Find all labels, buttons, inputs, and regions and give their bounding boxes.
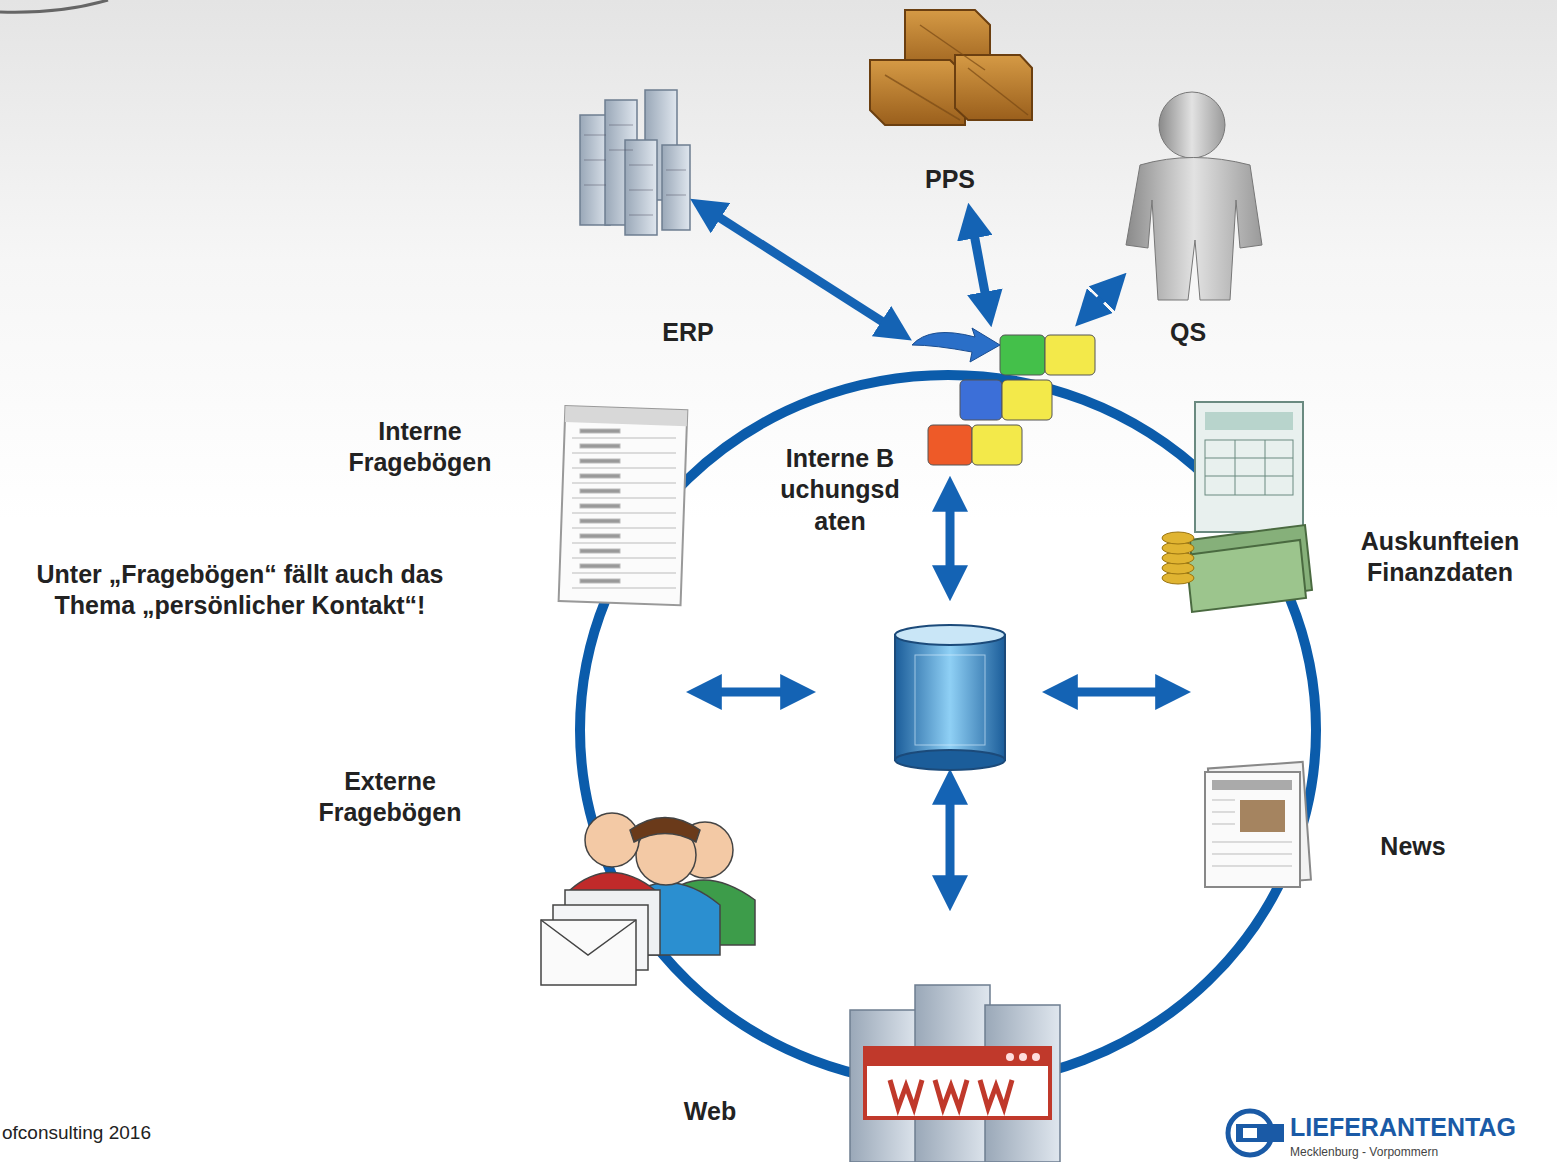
double-arrow xyxy=(1086,284,1115,314)
copyright: ofconsulting 2016 xyxy=(2,1121,222,1145)
source-node: Auskunfteien Finanzdaten xyxy=(1329,524,1552,591)
node-label: Interne Fragebögen xyxy=(320,416,520,479)
logo-subtitle: Mecklenburg - Vorpommern xyxy=(1290,1145,1550,1160)
source-node: News xyxy=(1364,829,1462,864)
pps-node: PPS xyxy=(870,5,1030,205)
source-node: Interne Fragebögen xyxy=(316,414,524,481)
note: Unter „Fragebögen“ fällt auch das Thema … xyxy=(5,559,475,622)
node-label: News xyxy=(1368,831,1458,862)
source-node: Web xyxy=(666,1094,754,1129)
booking-node: Interne Buchungsdaten xyxy=(910,325,1100,475)
node-label: QS xyxy=(1158,317,1218,348)
logo-title: LIEFERANTENTAG xyxy=(1290,1112,1550,1143)
node-label: Externe Fragebögen xyxy=(290,766,490,829)
erp-node: ERP xyxy=(570,85,692,237)
source-node: Externe Fragebögen xyxy=(286,764,494,831)
double-arrow xyxy=(971,219,988,311)
node-label: ERP xyxy=(648,317,728,348)
node-label: Web xyxy=(670,1096,750,1127)
node-label: Auskunfteien Finanzdaten xyxy=(1333,526,1548,589)
node-label: Interne Buchungsdaten xyxy=(779,443,901,537)
qs-node: QS xyxy=(1125,95,1265,307)
node-label: PPS xyxy=(910,164,990,195)
double-arrow xyxy=(704,208,898,332)
